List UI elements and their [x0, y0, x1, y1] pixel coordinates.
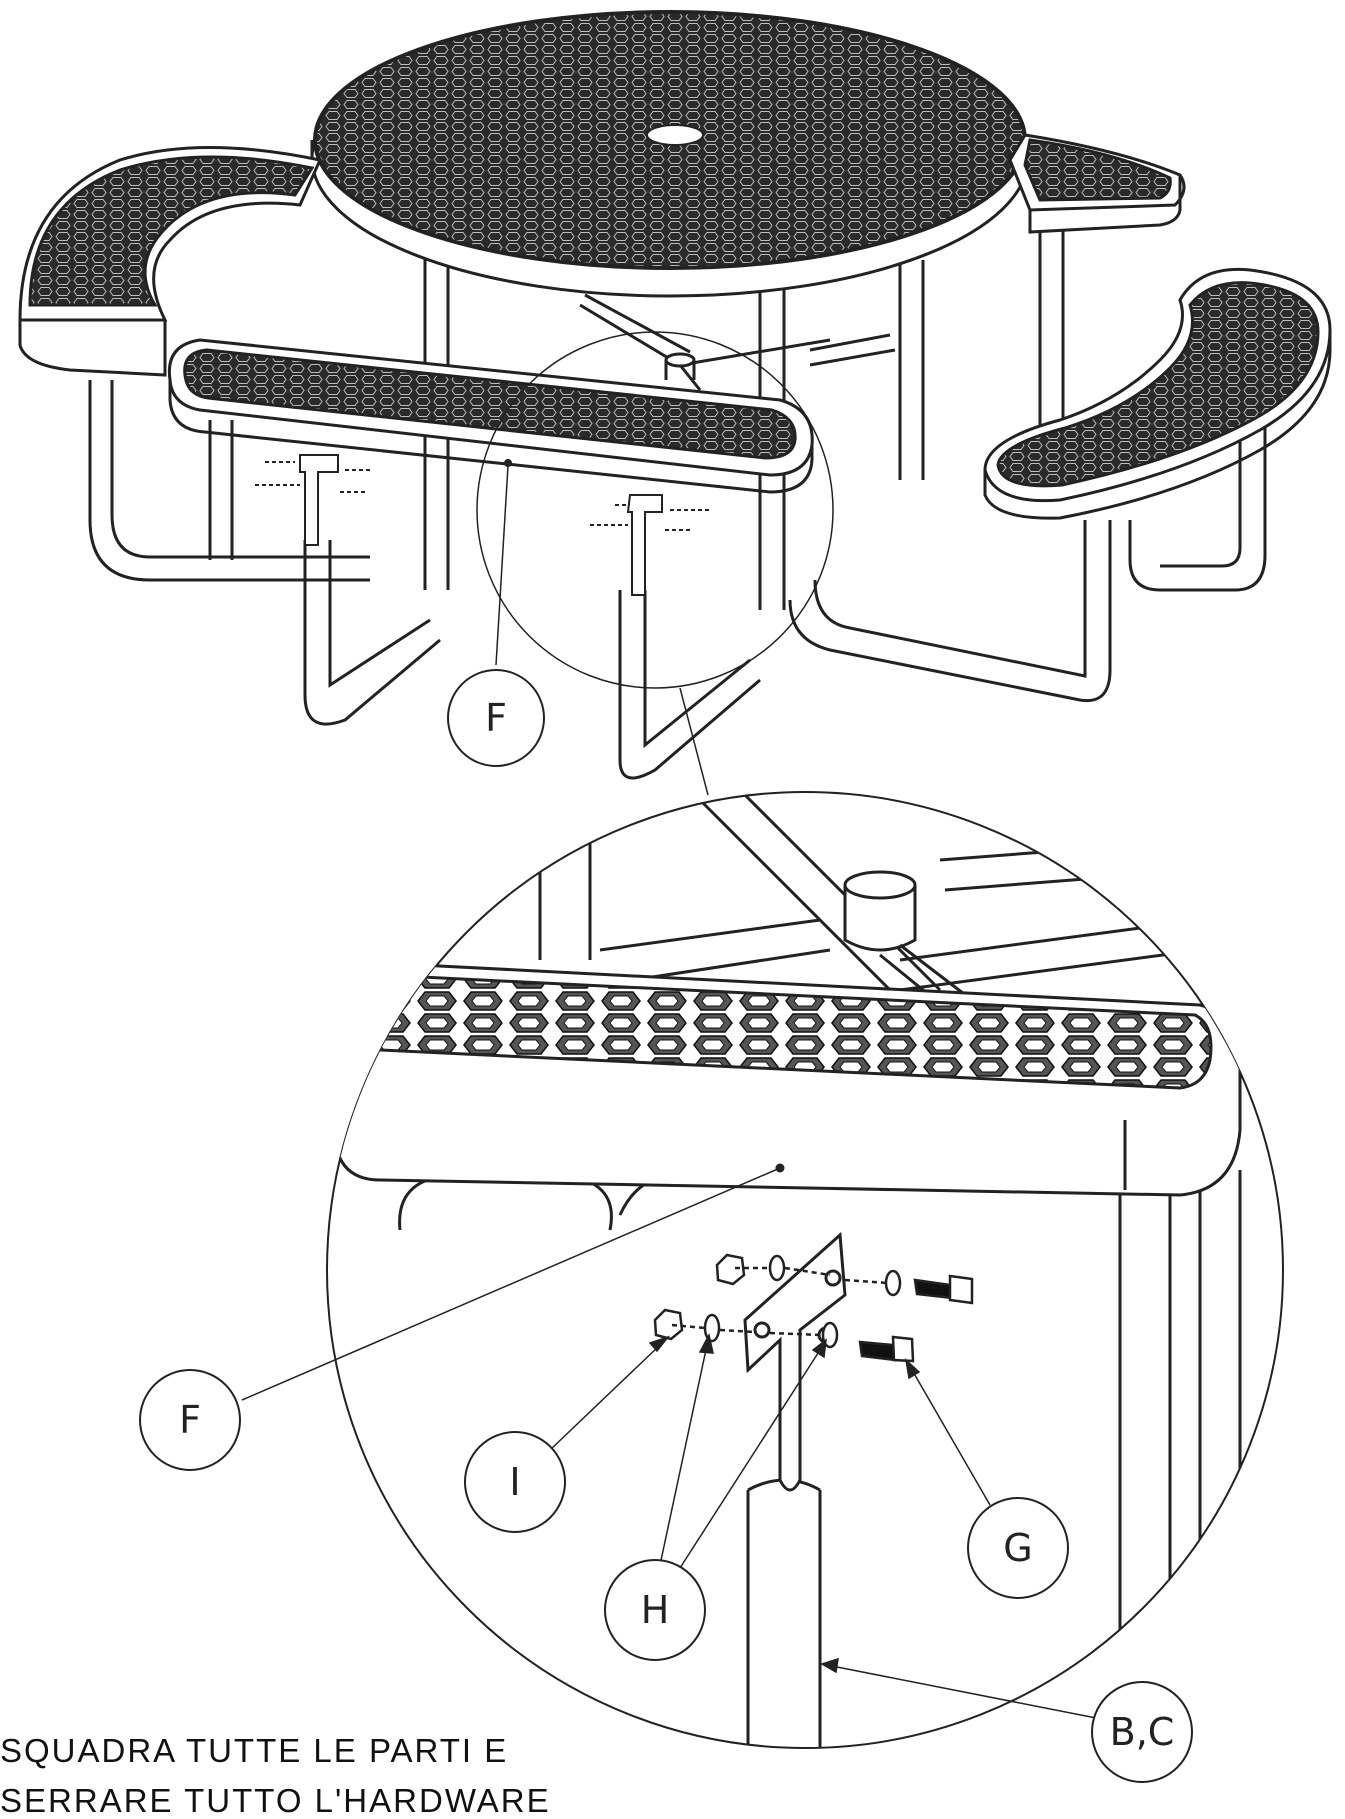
- callout-f-overview-label: F: [485, 696, 507, 740]
- callout-g-label: G: [1003, 1526, 1032, 1570]
- instruction-line-1: SQUADRA TUTTE LE PARTI E: [0, 1732, 509, 1769]
- callout-h: H: [604, 1559, 706, 1661]
- callout-f-overview: F: [447, 465, 545, 767]
- zoom-circle: [476, 331, 834, 689]
- bracket-overview-left: [255, 454, 370, 546]
- washer-upper: [768, 1254, 786, 1282]
- callout-h-label: H: [641, 1588, 670, 1632]
- tabletop: [310, 10, 1030, 298]
- leader-lines: [241, 1167, 1097, 1719]
- bolt-lower: [858, 1340, 897, 1362]
- nut-lower: [653, 1308, 684, 1341]
- bracket-overview-right: [590, 494, 710, 596]
- callout-f-detail: F: [139, 1369, 241, 1471]
- zoom-leader-line: [679, 687, 709, 796]
- washer-upper-right: [884, 1269, 902, 1297]
- callout-bc-label: B,C: [1110, 1710, 1175, 1754]
- table-overview: [18, 10, 1332, 780]
- callout-i: I: [464, 1431, 566, 1533]
- bench-right-front: [983, 267, 1332, 520]
- detail-view: [241, 791, 1284, 1749]
- hardware: [653, 1253, 974, 1363]
- frame-tubes: [88, 230, 1267, 780]
- bench-front: [167, 338, 814, 494]
- callout-bc: B,C: [1091, 1681, 1193, 1783]
- center-hub: [664, 352, 696, 380]
- callout-i-label: I: [509, 1460, 520, 1504]
- bench-right-back: [1008, 133, 1186, 234]
- bench-left-back: [18, 146, 323, 377]
- callout-f-detail-label: F: [179, 1398, 201, 1442]
- callout-g: G: [967, 1497, 1069, 1599]
- nut-upper: [715, 1253, 746, 1286]
- instruction-line-2: SERRARE TUTTO L'HARDWARE: [0, 1782, 551, 1819]
